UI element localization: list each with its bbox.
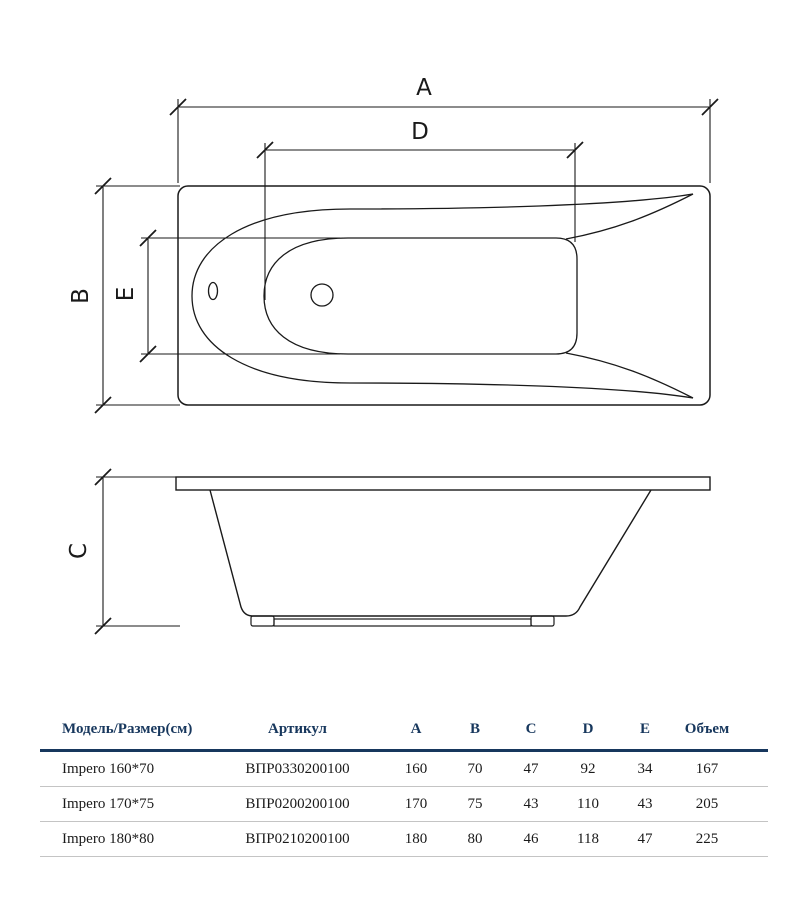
cell-volume: 167 bbox=[673, 750, 768, 787]
overflow-hole bbox=[207, 281, 219, 301]
tub-inner-rim bbox=[191, 193, 694, 399]
cell-dim-d: 110 bbox=[559, 786, 617, 822]
dim-tick bbox=[94, 468, 112, 486]
cell-volume: 205 bbox=[673, 786, 768, 822]
side-view bbox=[175, 476, 711, 627]
header-dim-c: C bbox=[503, 710, 559, 752]
cell-dim-c: 46 bbox=[503, 821, 559, 857]
dim-tick bbox=[169, 98, 187, 116]
cell-articul: ВПР0200200100 bbox=[210, 786, 385, 822]
tub-basin bbox=[263, 237, 578, 355]
base-bar bbox=[273, 618, 532, 627]
body-profile bbox=[209, 489, 652, 617]
dim-label-d: D bbox=[411, 119, 429, 145]
cell-dim-b: 80 bbox=[447, 821, 503, 857]
cell-dim-b: 75 bbox=[447, 786, 503, 822]
dim-tick bbox=[139, 345, 157, 363]
tub-outer-rim bbox=[177, 185, 711, 406]
header-dim-a: A bbox=[385, 710, 447, 752]
backrest-curve-bottom bbox=[565, 352, 694, 399]
cell-dim-a: 180 bbox=[385, 821, 447, 857]
dim-label-a: A bbox=[416, 75, 432, 101]
cell-dim-a: 170 bbox=[385, 786, 447, 822]
header-dim-d: D bbox=[559, 710, 617, 752]
cell-dim-c: 43 bbox=[503, 786, 559, 822]
dimension-c bbox=[94, 468, 180, 635]
table-row: Impero 180*80 ВПР0210200100 180 80 46 11… bbox=[40, 821, 768, 857]
table-header-row: Модель/Размер(см) Артикул A B C D E Объе… bbox=[40, 710, 768, 752]
header-articul: Артикул bbox=[210, 710, 385, 752]
dim-tick bbox=[139, 229, 157, 247]
cell-volume: 225 bbox=[673, 821, 768, 857]
dim-label-c: C bbox=[66, 543, 92, 559]
table-row: Impero 160*70 ВПР0330200100 160 70 47 92… bbox=[40, 750, 768, 787]
cell-model: Impero 180*80 bbox=[40, 821, 210, 857]
dimension-a bbox=[169, 98, 719, 183]
drain-hole bbox=[310, 283, 334, 307]
rim-profile bbox=[175, 476, 711, 491]
dim-label-b: B bbox=[68, 288, 94, 304]
cell-dim-d: 118 bbox=[559, 821, 617, 857]
dim-tick bbox=[94, 177, 112, 195]
cell-dim-e: 47 bbox=[617, 821, 673, 857]
top-view bbox=[177, 185, 711, 406]
header-model: Модель/Размер(см) bbox=[40, 710, 210, 752]
cell-articul: ВПР0210200100 bbox=[210, 821, 385, 857]
cell-model: Impero 160*70 bbox=[40, 750, 210, 787]
dim-tick bbox=[94, 617, 112, 635]
cell-dim-e: 43 bbox=[617, 786, 673, 822]
left-foot bbox=[250, 615, 275, 627]
spec-table: Модель/Размер(см) Артикул A B C D E Объе… bbox=[40, 710, 768, 857]
cell-dim-e: 34 bbox=[617, 750, 673, 787]
header-dim-e: E bbox=[617, 710, 673, 752]
dim-tick bbox=[94, 396, 112, 414]
dimension-b bbox=[94, 177, 180, 414]
cell-dim-d: 92 bbox=[559, 750, 617, 787]
bathtub-technical-drawing: A D B E C bbox=[66, 75, 719, 635]
backrest-curve-top bbox=[565, 193, 694, 240]
dim-label-e: E bbox=[113, 287, 139, 302]
right-foot bbox=[530, 615, 555, 627]
header-volume: Объем bbox=[673, 710, 768, 752]
cell-dim-a: 160 bbox=[385, 750, 447, 787]
header-dim-b: B bbox=[447, 710, 503, 752]
cell-articul: ВПР0330200100 bbox=[210, 750, 385, 787]
dim-tick bbox=[566, 141, 584, 159]
dimension-d bbox=[256, 141, 584, 300]
dimension-e bbox=[139, 229, 340, 363]
dim-tick bbox=[701, 98, 719, 116]
table-row: Impero 170*75 ВПР0200200100 170 75 43 11… bbox=[40, 786, 768, 822]
cell-model: Impero 170*75 bbox=[40, 786, 210, 822]
cell-dim-b: 70 bbox=[447, 750, 503, 787]
dim-tick bbox=[256, 141, 274, 159]
cell-dim-c: 47 bbox=[503, 750, 559, 787]
